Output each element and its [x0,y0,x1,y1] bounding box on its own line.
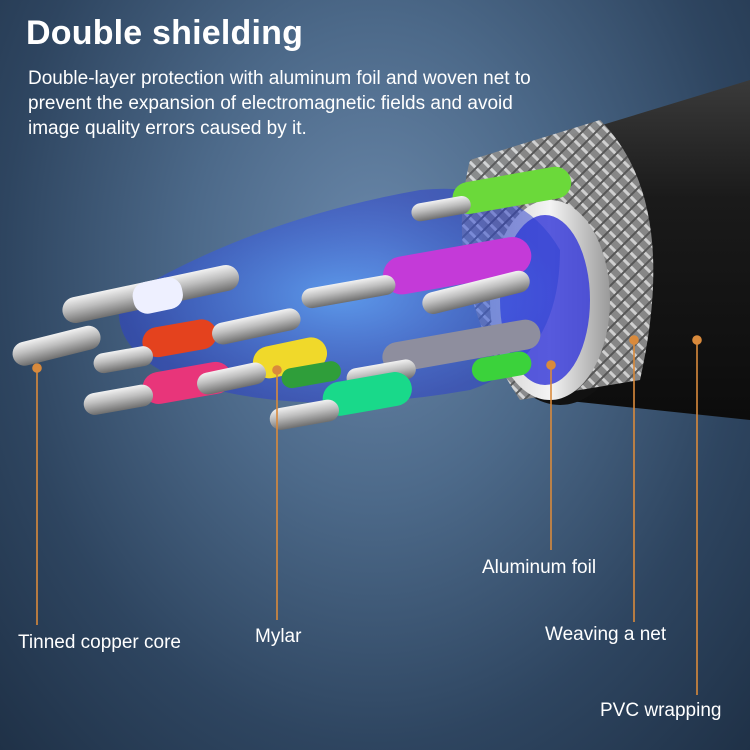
description-line-1: Double-layer protection with aluminum fo… [28,68,531,89]
description-line-2: prevent the expansion of electromagnetic… [28,93,513,114]
page-title: Double shielding [26,14,304,52]
wire-bundle [12,166,572,430]
callout-weaving-a-net: Weaving a net [545,624,667,645]
callout-tinned-copper-core: Tinned copper core [18,632,182,653]
callout-pvc-wrapping: PVC wrapping [600,700,722,721]
callout-aluminum-foil: Aluminum foil [482,557,597,578]
callout-lines [32,335,702,695]
description-line-3: image quality errors caused by it. [28,118,307,139]
callout-mylar: Mylar [255,626,302,647]
description: Double-layer protection with aluminum fo… [28,66,628,141]
